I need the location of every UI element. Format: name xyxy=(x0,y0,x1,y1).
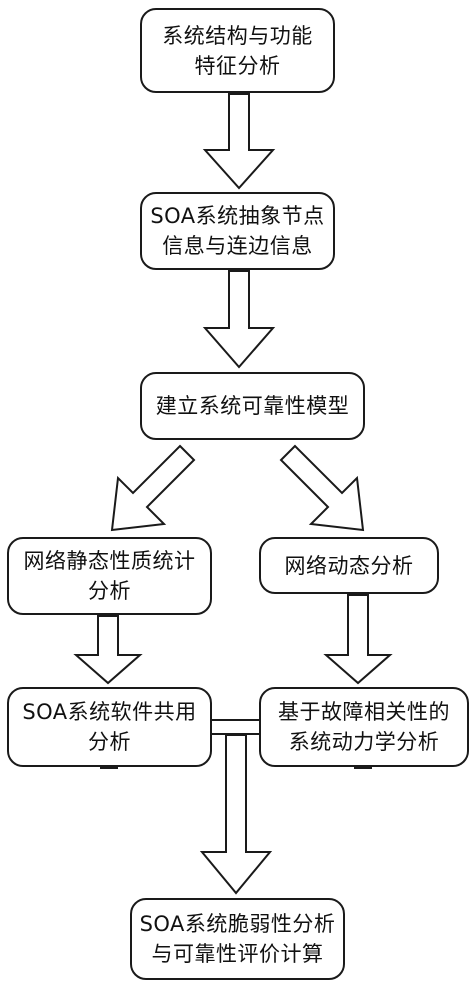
box-static-network-analysis: 网络静态性质统计 分析 xyxy=(7,537,212,615)
box-label: 基于故障相关性的 系统动力学分析 xyxy=(278,700,450,754)
box-label: SOA系统软件共用 分析 xyxy=(22,700,197,754)
arrow-merge-to-box8 xyxy=(199,734,273,895)
box-fault-correlation-dynamics: 基于故障相关性的 系统动力学分析 xyxy=(259,687,469,767)
box-reliability-model: 建立系统可靠性模型 xyxy=(140,372,365,440)
arrow-box4-to-box6 xyxy=(73,615,143,685)
box-vulnerability-reliability-evaluation: SOA系统脆弱性分析 与可靠性评价计算 xyxy=(130,898,345,980)
arrow-box2-to-box3 xyxy=(202,270,276,369)
box-label: 系统结构与功能 特征分析 xyxy=(162,23,313,78)
box-system-structure-analysis: 系统结构与功能 特征分析 xyxy=(140,8,335,93)
arrow-box3-to-box4 xyxy=(110,444,196,532)
arrow-box1-to-box2 xyxy=(202,93,276,190)
arrow-box3-to-box5 xyxy=(279,444,365,532)
box-label: SOA系统抽象节点 信息与连边信息 xyxy=(150,204,325,258)
box-label: 网络动态分析 xyxy=(284,553,414,578)
box-soa-abstract-nodes: SOA系统抽象节点 信息与连边信息 xyxy=(140,192,335,270)
box-dynamic-network-analysis: 网络动态分析 xyxy=(259,537,439,594)
box-soa-software-sharing: SOA系统软件共用 分析 xyxy=(7,687,212,767)
box-label: 网络静态性质统计 分析 xyxy=(23,549,196,603)
arrow-box5-to-box7 xyxy=(323,594,393,685)
box-label: 建立系统可靠性模型 xyxy=(155,394,350,418)
box-label: SOA系统脆弱性分析 与可靠性评价计算 xyxy=(139,912,336,966)
